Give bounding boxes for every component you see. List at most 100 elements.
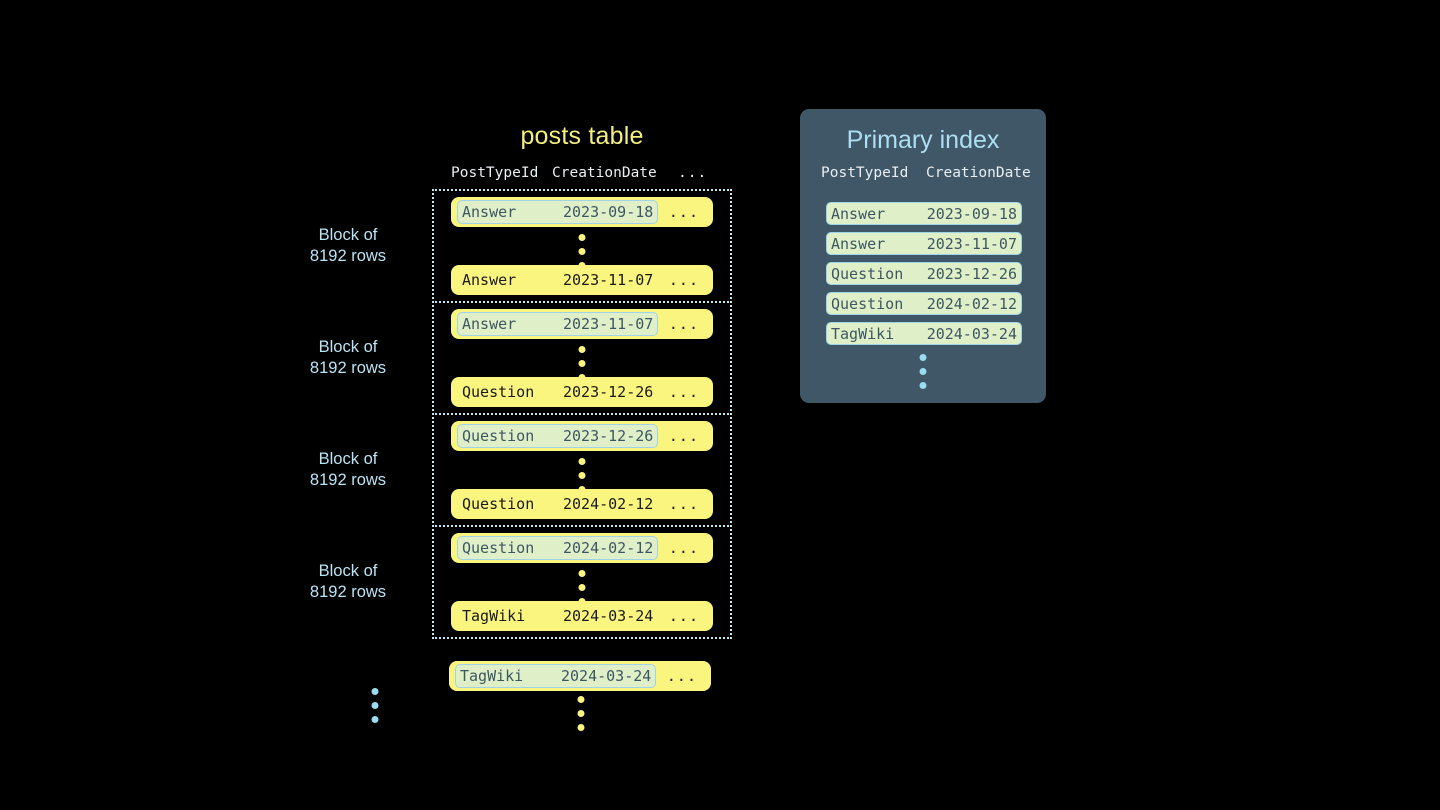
column-header-more: ... [678,165,708,181]
block-row-group: Block of 8192 rows Question 2023-12-26 .… [310,413,732,527]
index-row: Answer 2023-11-07 [826,232,1022,255]
index-row: TagWiki 2024-03-24 [826,322,1022,345]
dot [578,346,586,353]
dot [578,584,586,591]
dot [577,696,585,703]
cell-creationdate: 2023-12-26 [563,383,654,401]
cell-posttypeid: Question [462,427,535,445]
dot [371,716,379,723]
row-cells: Question 2024-02-12 [457,492,658,516]
cell-more: ... [668,203,699,221]
dot [577,724,585,731]
table-row: Question 2024-02-12 ... [451,533,713,563]
cell-more: ... [668,607,699,625]
index-continuation-dots [919,354,927,389]
cell-creationdate: 2024-02-12 [926,294,1017,313]
posts-table-column-headers: PostTypeId CreationDate ... [432,165,732,185]
block-label: Block of 8192 rows [309,226,387,265]
block-row-group: Block of 8192 rows Question 2024-02-12 .… [310,525,732,639]
cell-posttypeid: Answer [462,203,517,221]
table-row: Answer 2023-11-07 ... [451,309,713,339]
table-row-trailing: TagWiki 2024-03-24 ... [449,661,711,691]
column-header-posttypeid: PostTypeId [821,165,909,181]
block-continuation-dots [371,688,379,723]
posts-table-title: posts table [520,122,644,150]
dot [371,702,379,709]
posts-table-blocks: Block of 8192 rows Answer 2023-09-18 ...… [310,189,732,639]
dot [578,472,586,479]
row-cells: Answer 2023-09-18 [457,200,659,224]
vertical-ellipsis-dots [578,570,586,605]
column-header-creationdate: CreationDate [552,165,657,181]
cell-posttypeid: Answer [462,271,517,289]
cell-posttypeid: Question [831,294,904,313]
dot [578,458,586,465]
table-row: Answer 2023-09-18 ... [451,197,713,227]
index-row: Question 2024-02-12 [826,292,1022,315]
cell-creationdate: 2023-12-26 [926,264,1017,283]
cell-more: ... [668,427,699,445]
column-header-posttypeid: PostTypeId [451,165,539,181]
cell-posttypeid: Answer [462,315,517,333]
dot [578,570,586,577]
vertical-ellipsis-dots [578,346,586,381]
cell-posttypeid: TagWiki [462,607,526,625]
cell-creationdate: 2024-03-24 [926,324,1017,343]
primary-index-title: Primary index [846,126,1000,154]
cell-creationdate: 2023-11-07 [926,234,1017,253]
cell-posttypeid: Question [462,539,535,557]
dot [577,710,585,717]
row-cells: Answer 2023-11-07 [457,268,658,292]
cell-posttypeid: Question [831,264,904,283]
row-cells: TagWiki 2024-03-24 [455,664,657,688]
cell-creationdate: 2023-09-18 [563,203,654,221]
table-continuation-dots [577,696,585,731]
block-row-group: Block of 8192 rows Answer 2023-11-07 ...… [310,301,732,415]
table-row: Question 2023-12-26 ... [451,421,713,451]
cell-more: ... [668,495,699,513]
cell-creationdate: 2023-11-07 [563,315,654,333]
primary-index-panel: Primary index PostTypeId CreationDate An… [800,109,1046,403]
cell-more: ... [666,667,697,685]
table-row: TagWiki 2024-03-24 ... [451,601,713,631]
cell-more: ... [668,539,699,557]
cell-creationdate: 2024-02-12 [563,539,654,557]
table-row: Question 2023-12-26 ... [451,377,713,407]
row-cells: Question 2023-12-26 [457,424,659,448]
index-row: Answer 2023-09-18 [826,202,1022,225]
dot [578,234,586,241]
cell-creationdate: 2023-09-18 [926,204,1017,223]
dot [919,368,927,375]
dot [371,688,379,695]
cell-creationdate: 2023-12-26 [563,427,654,445]
row-cells: Question 2023-12-26 [457,380,658,404]
row-cells: Answer 2023-11-07 [457,312,659,336]
cell-creationdate: 2024-03-24 [563,607,654,625]
cell-more: ... [668,383,699,401]
cell-creationdate: 2024-03-24 [561,667,652,685]
row-cells: Question 2024-02-12 [457,536,659,560]
dot [578,248,586,255]
primary-index-rows: Answer 2023-09-18 Answer 2023-11-07 Ques… [826,202,1022,345]
table-row: Answer 2023-11-07 ... [451,265,713,295]
cell-posttypeid: TagWiki [831,324,895,343]
vertical-ellipsis-dots [578,234,586,269]
block-label: Block of 8192 rows [309,450,387,489]
cell-more: ... [668,315,699,333]
cell-creationdate: 2023-11-07 [563,271,654,289]
table-row: Question 2024-02-12 ... [451,489,713,519]
column-header-creationdate: CreationDate [926,165,1031,181]
block-label: Block of 8192 rows [309,562,387,601]
cell-posttypeid: Answer [831,234,886,253]
cell-posttypeid: Answer [831,204,886,223]
primary-index-column-headers: PostTypeId CreationDate [800,165,1046,185]
row-cells: TagWiki 2024-03-24 [457,604,658,628]
dot [919,382,927,389]
vertical-ellipsis-dots [578,458,586,493]
cell-posttypeid: TagWiki [460,667,524,685]
block-row-group: Block of 8192 rows Answer 2023-09-18 ...… [310,189,732,303]
cell-posttypeid: Question [462,383,535,401]
cell-more: ... [668,271,699,289]
index-row: Question 2023-12-26 [826,262,1022,285]
